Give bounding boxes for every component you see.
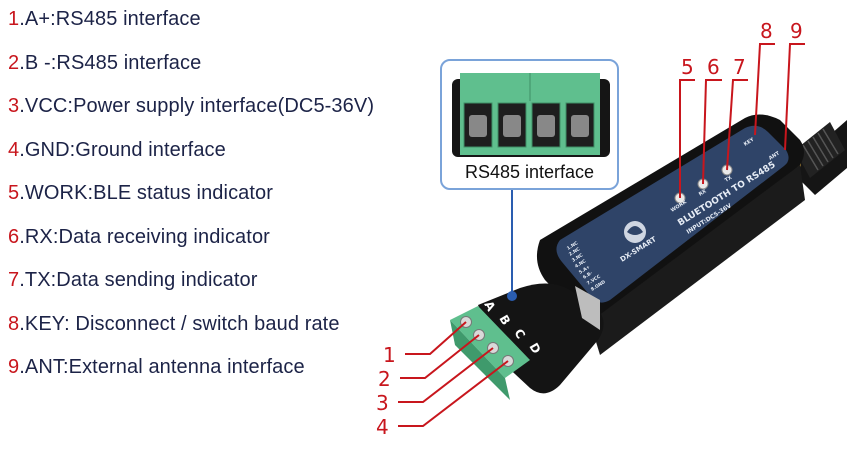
legend-text: .WORK:BLE status indicator: [19, 182, 274, 204]
callout-connector-dot: [507, 291, 517, 301]
legend-number: 8: [8, 313, 20, 335]
pin-leader-lines: [398, 321, 509, 427]
legend-text: .RX:Data receiving indicator: [19, 226, 270, 248]
pin-list-item: 3.NC: [571, 252, 585, 264]
legend-number: 2: [8, 52, 20, 74]
legend-item-gnd: 4.GND:Ground interface: [8, 139, 226, 162]
device-body: DX-SMART BLUETOOTH TO RS485 INPUT:DC5-36…: [536, 114, 805, 355]
legend-number: 6: [8, 226, 20, 248]
legend-number: 7: [8, 269, 20, 291]
pin-callout-3: 3: [376, 391, 389, 415]
legend-text: .B -:RS485 interface: [19, 52, 202, 74]
led-label-tx: TX: [724, 175, 733, 184]
legend-text: .TX:Data sending indicator: [19, 269, 258, 291]
pin-list-item: 1.NC: [566, 240, 580, 252]
legend-number: 5: [8, 182, 20, 204]
legend-number: 4: [8, 139, 20, 161]
top-callout-6: 6: [707, 55, 720, 79]
terminal-closeup: [452, 73, 610, 157]
legend-text: .A+:RS485 interface: [19, 8, 201, 30]
legend-item-tx: 7.TX:Data sending indicator: [8, 269, 258, 292]
pin-callout-4: 4: [376, 415, 389, 439]
legend-item-vcc: 3.VCC:Power supply interface(DC5-36V): [8, 95, 374, 118]
legend-item-key: 8.KEY: Disconnect / switch baud rate: [8, 313, 340, 336]
legend-text: .VCC:Power supply interface(DC5-36V): [19, 95, 375, 117]
legend-number: 9: [8, 356, 20, 378]
legend-text: .GND:Ground interface: [19, 139, 226, 161]
legend-item-a-plus: 1.A+:RS485 interface: [8, 8, 201, 31]
brand-logo-icon: [624, 221, 646, 243]
legend-number: 3: [8, 95, 20, 117]
legend-text: .ANT:External antenna interface: [19, 356, 305, 378]
legend-item-b-minus: 2.B -:RS485 interface: [8, 52, 201, 75]
pin-list-item: 6.B-: [582, 270, 594, 281]
led-label-rx: RX: [698, 188, 708, 197]
pin-list-item: 2.NC: [568, 246, 582, 258]
legend-text: .KEY: Disconnect / switch baud rate: [19, 313, 340, 335]
pin-callout-1: 1: [383, 343, 396, 367]
legend-item-work: 5.WORK:BLE status indicator: [8, 182, 273, 205]
terminal-block: A B C D: [450, 299, 544, 400]
top-callout-7: 7: [733, 55, 746, 79]
top-callout-8: 8: [760, 19, 773, 43]
pin-callout-2: 2: [378, 367, 391, 391]
legend-item-rx: 6.RX:Data receiving indicator: [8, 226, 270, 249]
top-callout-5: 5: [681, 55, 694, 79]
top-callout-9: 9: [790, 19, 803, 43]
key-label: KEY: [743, 137, 756, 148]
pin-list-item: 4.NC: [574, 258, 588, 270]
legend-number: 1: [8, 8, 20, 30]
pin-list-item: 5.A+: [578, 264, 592, 276]
top-leader-lines: [679, 43, 805, 198]
rs485-callout: RS485 interface: [440, 59, 619, 190]
legend-item-ant: 9.ANT:External antenna interface: [8, 356, 305, 379]
rs485-callout-label: RS485 interface: [464, 162, 595, 182]
ant-label: ANT: [768, 150, 781, 161]
